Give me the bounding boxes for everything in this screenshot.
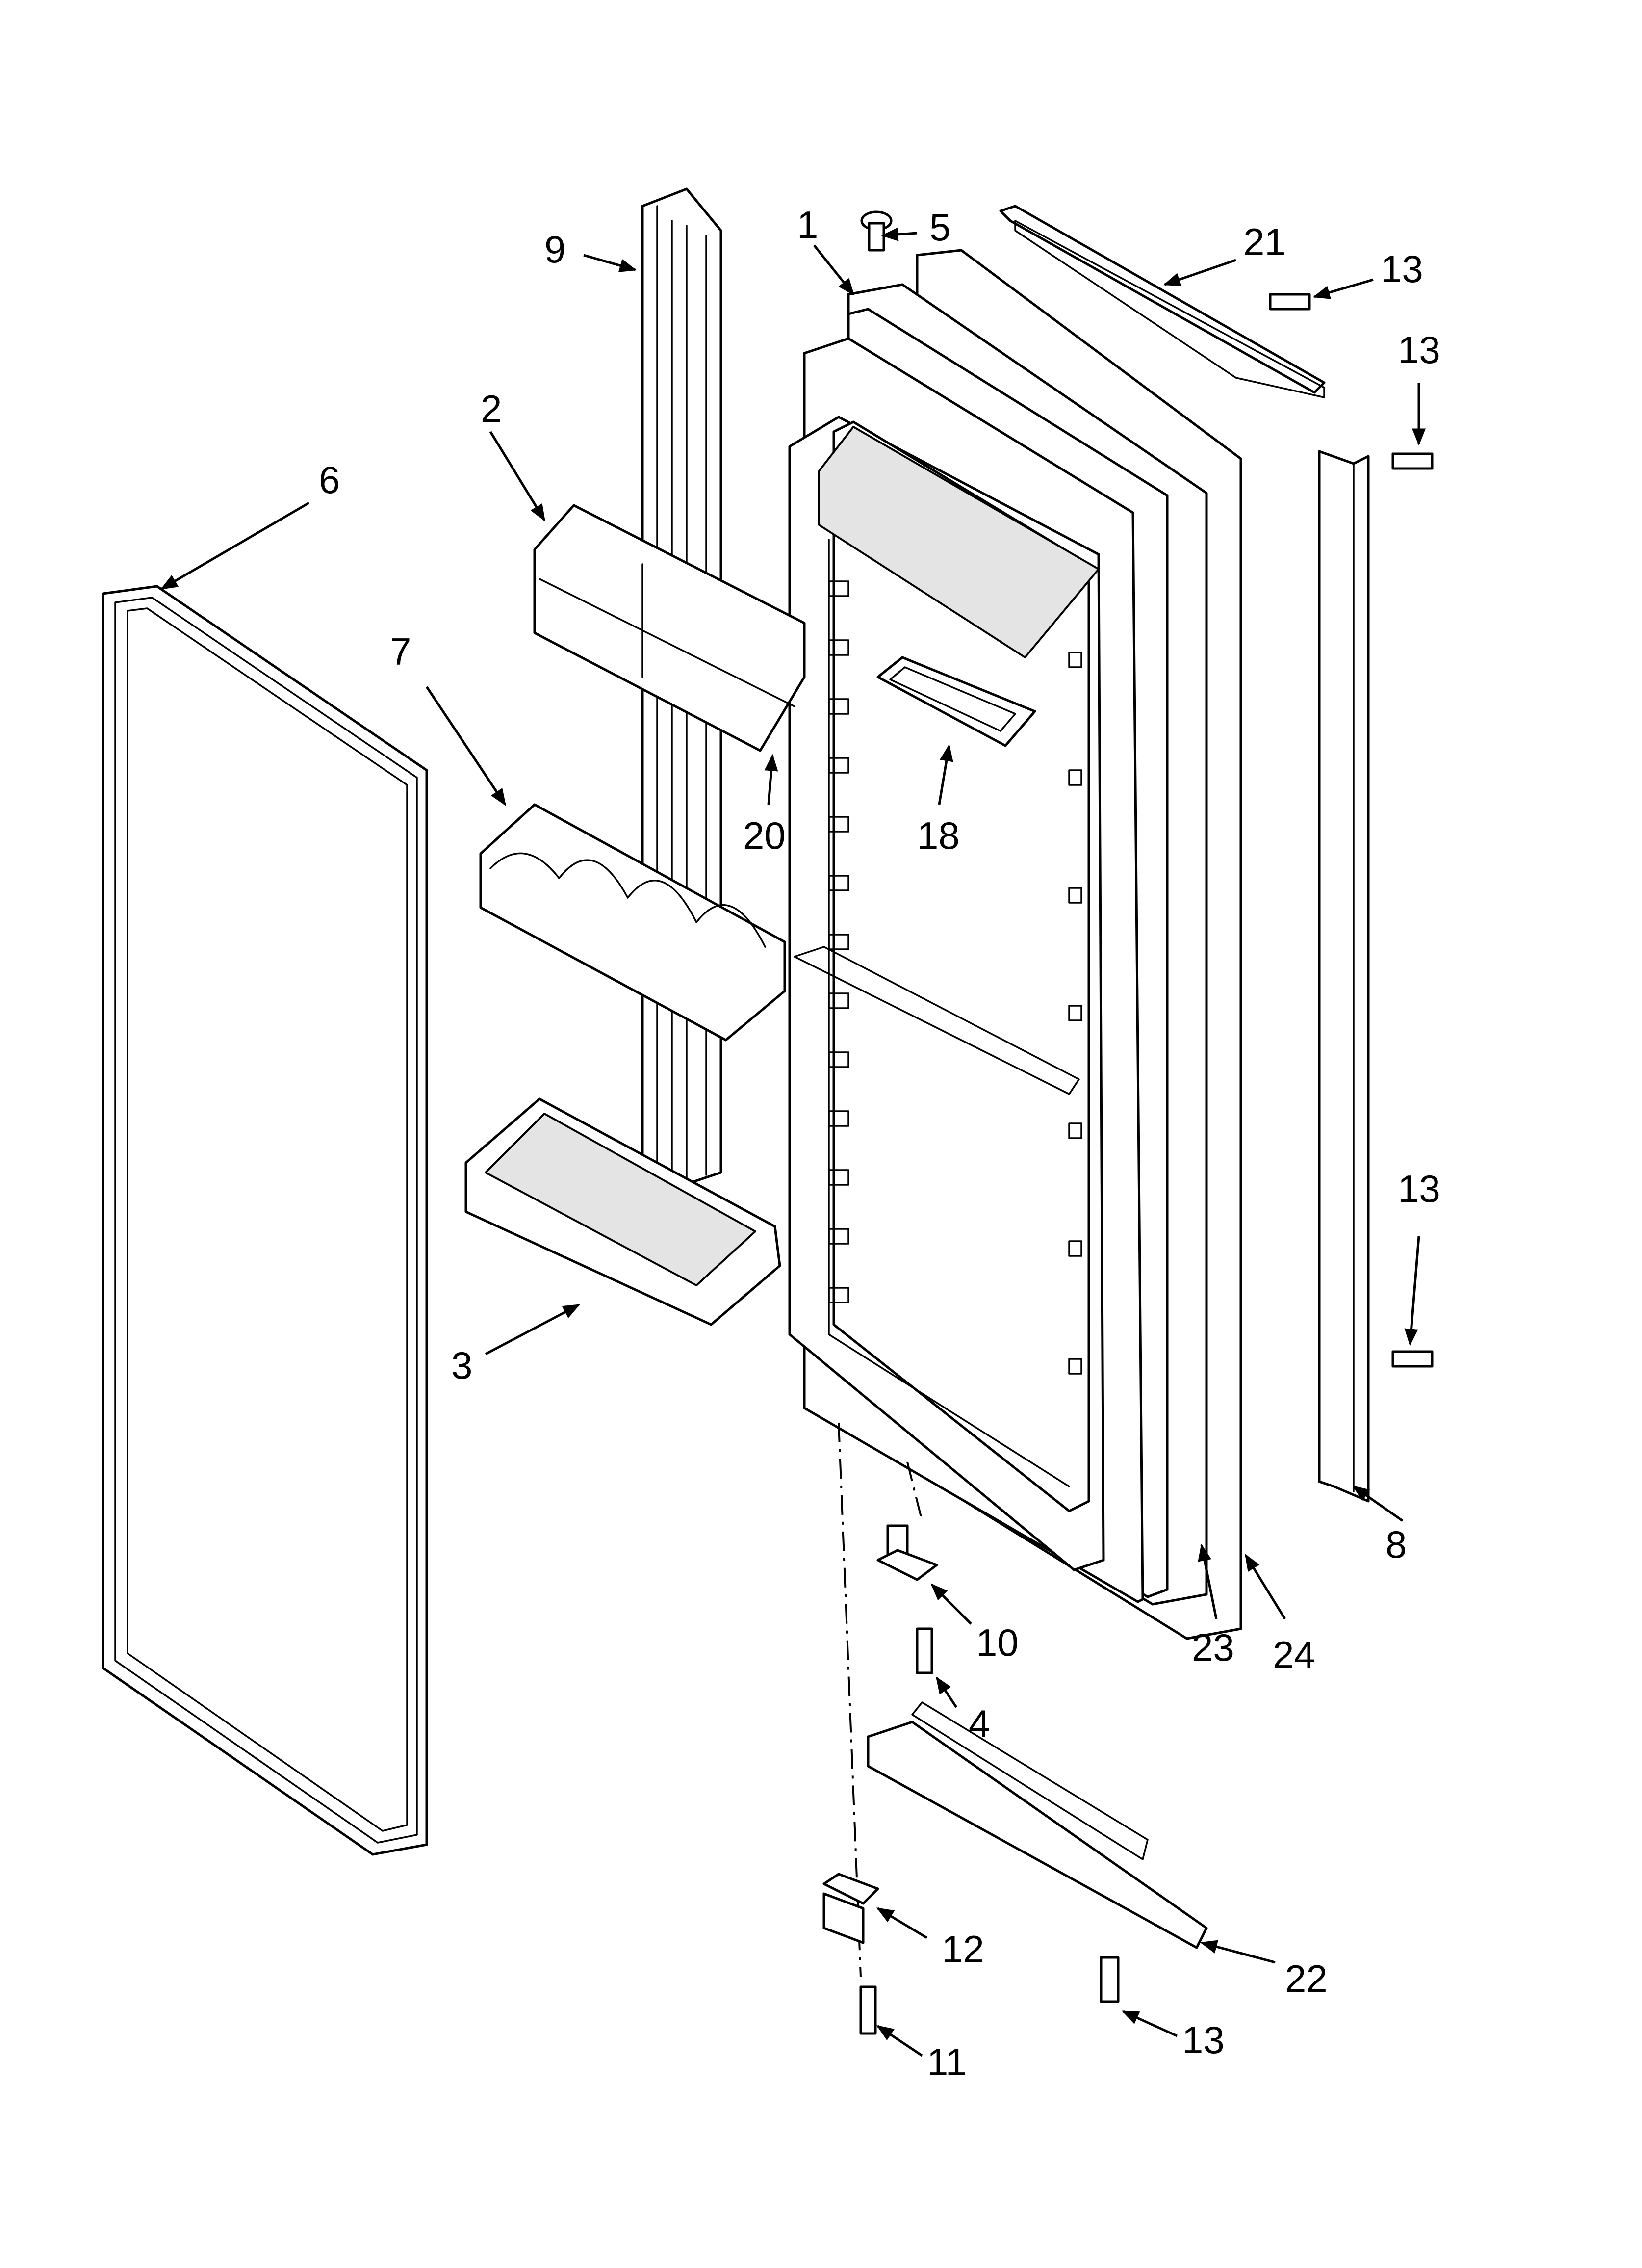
callout-20: 20 [743, 814, 786, 857]
hinge-bushing [860, 210, 893, 252]
pivot-axis [906, 1461, 923, 1521]
callout-11: 11 [927, 2040, 967, 2084]
callout-21: 21 [1243, 220, 1286, 263]
callout-22: 22 [1285, 1957, 1328, 2000]
callout-5: 5 [929, 206, 950, 249]
screw-13-group [1100, 293, 1434, 2003]
callout-10: 10 [976, 1621, 1019, 1664]
door-liner [788, 249, 1242, 1640]
callout-4: 4 [969, 1702, 990, 1745]
callout-3: 3 [451, 1344, 472, 1387]
callout-13-top: 13 [1381, 247, 1423, 290]
door-bin [464, 1097, 781, 1326]
callout-13-upper-right: 13 [1398, 328, 1440, 371]
bottom-hinge-bracket [867, 1701, 1208, 1949]
leader-arrows [160, 227, 1426, 2057]
dairy-door [533, 504, 806, 752]
callout-6: 6 [319, 458, 340, 501]
callout-labels: 1 2 3 4 5 6 7 8 9 10 11 12 13 13 13 13 1… [319, 203, 1440, 2084]
callout-13-bottom: 13 [1182, 2018, 1225, 2061]
callout-24: 24 [1273, 1633, 1315, 1676]
callout-2: 2 [481, 387, 502, 430]
callout-8: 8 [1385, 1523, 1407, 1566]
callout-23: 23 [1192, 1626, 1234, 1669]
callout-1: 1 [797, 203, 818, 246]
can-rack [479, 803, 786, 1042]
bottom-hinge-pin [876, 1524, 938, 1581]
door-gasket [102, 585, 428, 1856]
callout-12: 12 [942, 1928, 984, 1971]
hinge-plate [822, 1873, 879, 1944]
top-trim [999, 205, 1326, 398]
callout-9: 9 [544, 228, 565, 271]
small-bin [876, 656, 1036, 747]
shelf-ribs [828, 580, 1082, 1375]
screw-4 [916, 1627, 933, 1674]
screw-11 [859, 1985, 877, 2035]
callout-18: 18 [917, 814, 960, 857]
side-trim [1318, 450, 1370, 1503]
callout-7: 7 [390, 630, 411, 673]
callout-13-lower-right: 13 [1398, 1167, 1440, 1210]
